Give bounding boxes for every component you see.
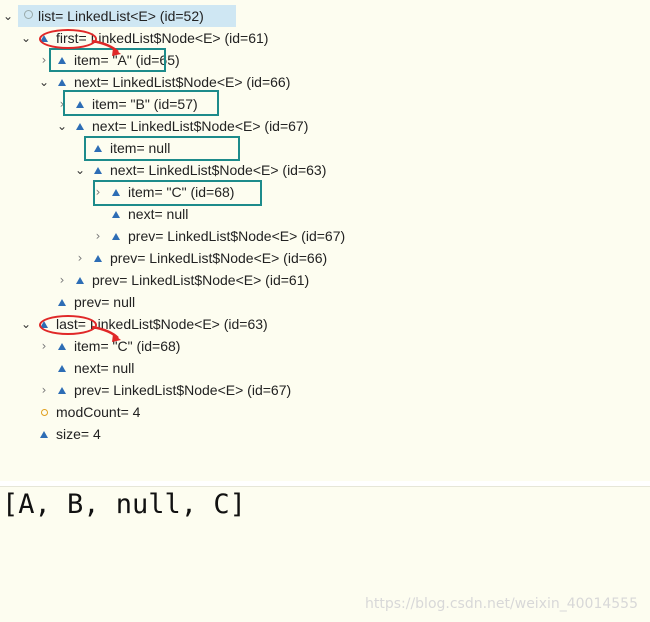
annotation-box-item-c — [93, 180, 262, 206]
chevron-down-icon[interactable]: ⌄ — [20, 317, 32, 331]
field-icon — [56, 335, 68, 357]
field-icon — [56, 71, 68, 93]
arrowhead-icon — [112, 334, 121, 342]
annotation-oval-last — [39, 315, 97, 335]
console-output: [A, B, null, C] — [2, 489, 246, 520]
annotation-box-item-null — [84, 136, 240, 161]
field-icon — [92, 137, 104, 159]
console-panel: [A, B, null, C] https://blog.csdn.net/we… — [0, 486, 650, 622]
tree-row-label: item= null — [110, 140, 171, 156]
chevron-right-icon[interactable]: › — [41, 383, 47, 397]
tree-row-label: item= "C" (id=68) — [128, 184, 235, 200]
tree-row-label: first= LinkedList$Node<E> (id=61) — [56, 30, 269, 46]
local-variable-icon — [22, 5, 34, 27]
tree-row-label: prev= LinkedList$Node<E> (id=67) — [128, 228, 346, 244]
tree-row-label: item= "B" (id=57) — [92, 96, 198, 112]
tree-row-label: prev= null — [74, 294, 136, 310]
field-icon — [56, 291, 68, 313]
field-icon — [74, 93, 86, 115]
field-icon — [74, 115, 86, 137]
protected-field-icon — [38, 401, 50, 423]
chevron-down-icon[interactable]: ⌄ — [2, 9, 14, 23]
tree-row-label: size= 4 — [56, 426, 101, 442]
field-icon — [110, 181, 122, 203]
chevron-right-icon[interactable]: › — [95, 185, 101, 199]
tree-row-label: next= LinkedList$Node<E> (id=66) — [74, 74, 291, 90]
watermark: https://blog.csdn.net/weixin_40014555 — [364, 596, 638, 612]
tree-row-label: prev= LinkedList$Node<E> (id=66) — [110, 250, 328, 266]
field-icon — [74, 269, 86, 291]
chevron-right-icon[interactable]: › — [95, 229, 101, 243]
annotation-oval-first — [39, 29, 97, 49]
field-icon — [56, 379, 68, 401]
annotation-arrows — [91, 39, 121, 342]
annotation-box-item-b — [63, 90, 219, 116]
field-icon — [92, 159, 104, 181]
tree-row-label: last= LinkedList$Node<E> (id=63) — [56, 316, 268, 332]
annotation-box-item-a — [49, 48, 166, 72]
tree-row-label: prev= LinkedList$Node<E> (id=61) — [92, 272, 310, 288]
variables-tree-panel: ⌄ list= LinkedList<E> (id=52) ⌄ first= L… — [0, 0, 650, 481]
chevron-right-icon[interactable]: › — [41, 53, 47, 67]
chevron-right-icon[interactable]: › — [59, 273, 65, 287]
chevron-down-icon[interactable]: ⌄ — [56, 119, 68, 133]
field-icon — [110, 203, 122, 225]
tree-row-label: next= LinkedList$Node<E> (id=63) — [110, 162, 327, 178]
field-icon — [56, 357, 68, 379]
chevron-down-icon[interactable]: ⌄ — [38, 75, 50, 89]
chevron-right-icon[interactable]: › — [59, 97, 65, 111]
tree-row-label: prev= LinkedList$Node<E> (id=67) — [74, 382, 292, 398]
tree-row-label: next= LinkedList$Node<E> (id=67) — [92, 118, 309, 134]
arrowhead-icon — [112, 48, 121, 56]
chevron-down-icon[interactable]: ⌄ — [74, 163, 86, 177]
tree-row-label: item= "A" (id=65) — [74, 52, 180, 68]
tree-row-list[interactable] — [18, 5, 236, 27]
tree-row-label: next= null — [74, 360, 135, 376]
tree-row-label: modCount= 4 — [56, 404, 141, 420]
field-icon — [92, 247, 104, 269]
tree-row-label: next= null — [128, 206, 189, 222]
field-icon — [38, 423, 50, 445]
tree-row-label: list= LinkedList<E> (id=52) — [38, 8, 204, 24]
field-icon — [110, 225, 122, 247]
chevron-right-icon[interactable]: › — [77, 251, 83, 265]
chevron-down-icon[interactable]: ⌄ — [20, 31, 32, 45]
field-icon — [56, 49, 68, 71]
tree-row-label: item= "C" (id=68) — [74, 338, 181, 354]
chevron-right-icon[interactable]: › — [41, 339, 47, 353]
